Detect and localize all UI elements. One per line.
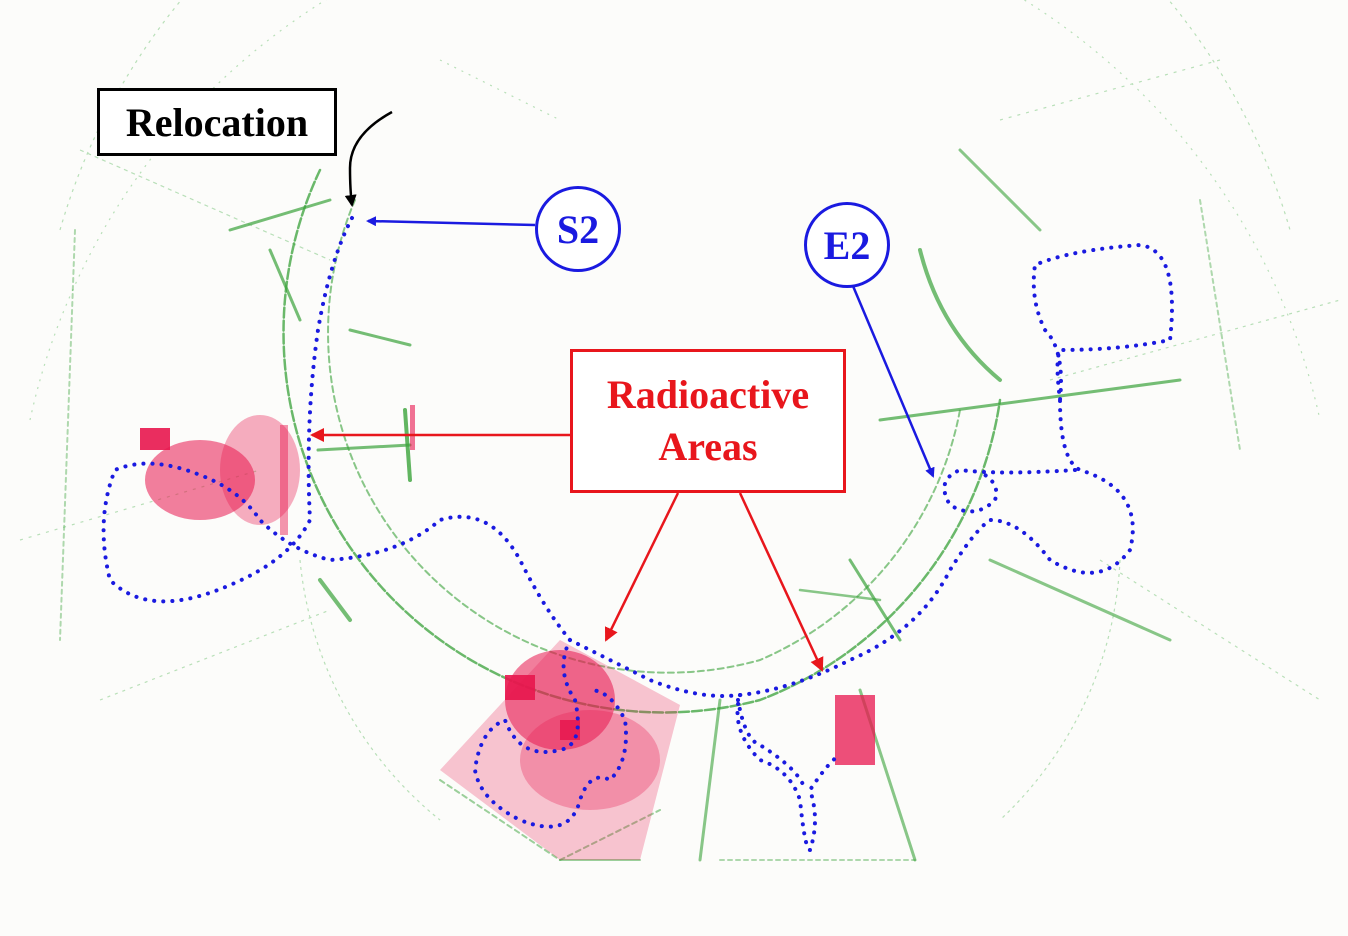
radiation-clouds <box>140 405 875 860</box>
start-label: S2 <box>556 206 600 252</box>
end-marker-e2: E2 <box>804 202 890 288</box>
point-cloud-outer <box>19 0 1341 821</box>
end-label: E2 <box>823 222 871 268</box>
radioactive-arrow-bottom-left <box>604 492 680 642</box>
e2-arrow <box>851 285 935 478</box>
radioactive-arrow-bottom-right <box>738 492 824 672</box>
relocation-text: Relocation <box>125 99 309 145</box>
radioactive-text-line1: Radioactive <box>606 372 810 417</box>
radioactive-text-line2: Areas <box>658 424 758 469</box>
trajectory <box>101 216 1174 853</box>
radioactive-areas-label: Radioactive Areas <box>570 349 846 493</box>
s2-arrow <box>366 216 536 227</box>
start-marker-s2: S2 <box>535 186 621 272</box>
relocation-arrow <box>344 110 393 207</box>
relocation-label: Relocation <box>97 88 337 156</box>
